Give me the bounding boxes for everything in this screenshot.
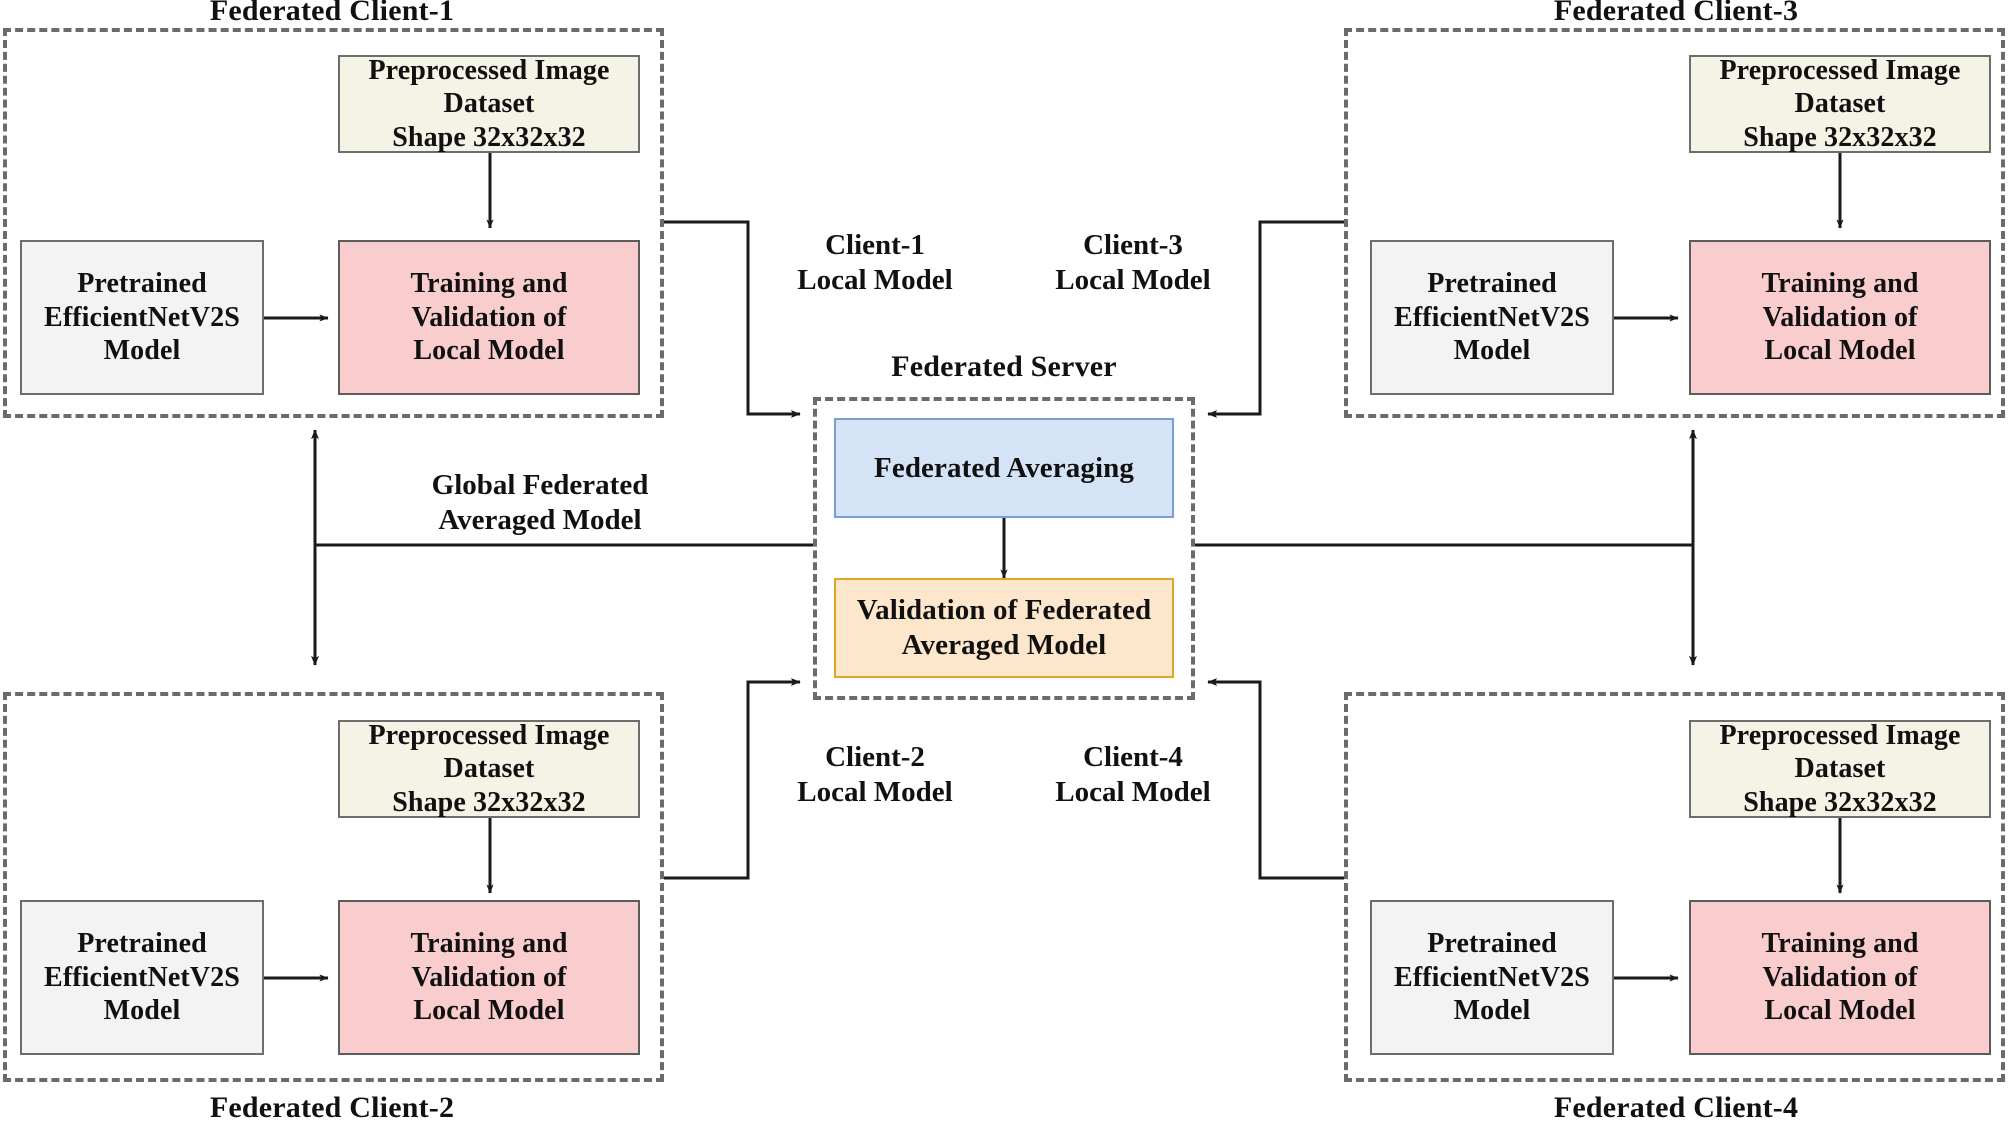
client-1-dataset-box: Preprocessed Image Dataset Shape 32x32x3… — [338, 55, 640, 153]
federated-server-container — [813, 397, 1195, 700]
client-1-pretrained-box: Pretrained EfficientNetV2S Model — [20, 240, 264, 395]
client-1-container — [3, 28, 664, 418]
client-3-title: Federated Client-3 — [1553, 0, 1799, 27]
client-2-title: Federated Client-2 — [209, 1091, 455, 1124]
client-4-training-box: Training and Validation of Local Model — [1689, 900, 1991, 1055]
edge-client2-uplink — [664, 678, 801, 880]
client-4-dataset-box: Preprocessed Image Dataset Shape 32x32x3… — [1689, 720, 1991, 818]
federated-server-title: Federated Server — [891, 350, 1117, 383]
client-1-uplink-label: Client-1 Local Model — [797, 229, 953, 297]
edge-client3-uplink — [1207, 220, 1344, 418]
client-2-container — [3, 692, 664, 1082]
client-2-training-box: Training and Validation of Local Model — [338, 900, 640, 1055]
edge-client4-uplink — [1207, 678, 1344, 880]
client-3-container — [1344, 28, 2005, 418]
client-3-uplink-label: Client-3 Local Model — [1055, 229, 1211, 297]
client-2-uplink-label: Client-2 Local Model — [797, 741, 953, 809]
edge-client1-uplink — [664, 220, 801, 418]
client-3-pretrained-box: Pretrained EfficientNetV2S Model — [1370, 240, 1614, 395]
client-3-training-box: Training and Validation of Local Model — [1689, 240, 1991, 395]
federated-averaging-box: Federated Averaging — [834, 418, 1174, 518]
client-1-title: Federated Client-1 — [209, 0, 455, 27]
client-2-dataset-box: Preprocessed Image Dataset Shape 32x32x3… — [338, 720, 640, 818]
client-2-pretrained-box: Pretrained EfficientNetV2S Model — [20, 900, 264, 1055]
client-1-training-box: Training and Validation of Local Model — [338, 240, 640, 395]
client-4-container — [1344, 692, 2005, 1082]
global-federated-averaged-model-label: Global Federated Averaged Model — [431, 469, 649, 537]
client-4-title: Federated Client-4 — [1553, 1091, 1799, 1124]
validation-federated-averaged-model-box: Validation of Federated Averaged Model — [834, 578, 1174, 678]
client-4-uplink-label: Client-4 Local Model — [1055, 741, 1211, 809]
client-3-dataset-box: Preprocessed Image Dataset Shape 32x32x3… — [1689, 55, 1991, 153]
client-4-pretrained-box: Pretrained EfficientNetV2S Model — [1370, 900, 1614, 1055]
